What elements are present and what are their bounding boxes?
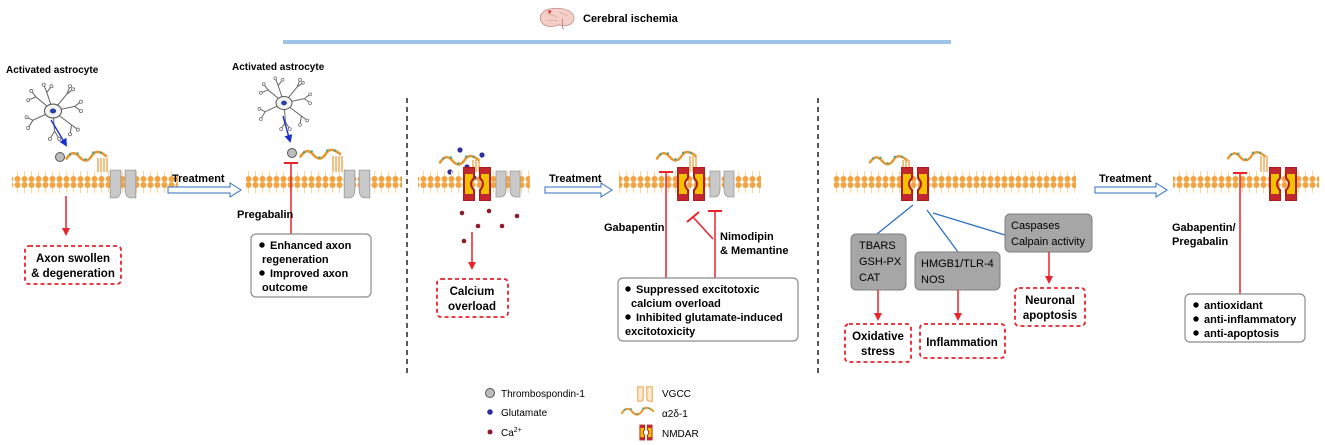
vgcc-tail — [97, 158, 108, 172]
panel-1: Activated astrocyte Axon swollen & degen… — [6, 62, 402, 298]
legend-vgcc-label: VGCC — [662, 389, 691, 400]
bullet — [1193, 316, 1199, 322]
astrocyte-label-left: Activated astrocyte — [6, 65, 99, 76]
oxidative-stress-line-1: Oxidative — [852, 331, 904, 343]
axon-damage-box — [24, 245, 122, 285]
legend-thrombospondin-icon — [485, 388, 495, 398]
legend-calcium-label: Ca2+ — [501, 427, 522, 439]
legend-alpha2delta1-label: α2δ-1 — [662, 409, 688, 420]
marker-gshpx: GSH-PX — [859, 256, 902, 268]
membrane-2b — [619, 170, 761, 196]
treatment-arrow-1 — [167, 182, 242, 198]
treatment-label-3: Treatment — [1099, 173, 1152, 185]
neuronal-apoptosis-box — [1014, 287, 1086, 327]
brain-icon — [539, 7, 575, 30]
calcium-overload-line-2: overload — [448, 301, 496, 313]
axon-outcome-3: Improved axon — [270, 268, 349, 280]
axon-damage-line-1: Axon swollen — [36, 253, 110, 265]
oxidative-stress-line-2: stress — [861, 346, 895, 358]
legend-calcium-icon — [487, 429, 493, 435]
gabapentin-label: Gabapentin — [604, 222, 665, 234]
alpha2delta1-icon-treated — [299, 148, 342, 160]
pregabalin-label: Pregabalin — [237, 209, 294, 221]
axon-outcome-box — [250, 233, 372, 298]
calcium-outcome-box — [617, 277, 799, 342]
bullet — [259, 242, 265, 248]
membrane-treated — [246, 170, 402, 196]
marker-cat: CAT — [859, 272, 880, 284]
legend-glutamate-label: Glutamate — [501, 408, 548, 419]
calcium-outcome-3: Inhibited glutamate-induced — [636, 312, 783, 324]
astrocyte-label-right: Activated astrocyte — [232, 62, 325, 73]
calcium-cluster — [459, 208, 520, 244]
gabapentin-pregabalin-label-1: Gabapentin/ — [1172, 222, 1236, 234]
axon-outcome-2: regeneration — [262, 254, 329, 266]
calcium-outcome-1: Suppressed excitotoxic — [636, 284, 760, 296]
neuronal-apoptosis-line-1: Neuronal — [1025, 295, 1075, 307]
membrane — [12, 170, 178, 196]
bullet — [259, 270, 265, 276]
alpha2delta1-icon — [65, 150, 108, 162]
inflammation-label: Inflammation — [926, 337, 998, 349]
axon-outcome-1: Enhanced axon — [270, 240, 352, 252]
legend-alpha2delta1-icon — [620, 406, 655, 416]
bullet — [625, 314, 631, 320]
calcium-outcome-4: excitotoxicity — [625, 326, 696, 338]
legend-nmdar-label: NMDAR — [662, 429, 699, 440]
effect-antioxidant: antioxidant — [1204, 300, 1263, 312]
axon-damage-line-2: & degeneration — [31, 268, 115, 280]
legend: Thrombospondin-1 Glutamate Ca2+ VGCC α2δ… — [485, 386, 699, 441]
link-oxidative — [876, 204, 914, 235]
header-title: Cerebral ischemia — [583, 13, 679, 25]
marker-hmgb1: HMGB1/TLR-4 — [921, 258, 994, 270]
header-bar — [283, 40, 951, 44]
bullet — [1193, 302, 1199, 308]
membrane-3 — [834, 170, 1076, 196]
marker-tbars: TBARS — [859, 240, 896, 252]
legend-nmdar-icon — [639, 424, 653, 441]
memantine-bar — [686, 211, 700, 223]
axon-outcome-4: outcome — [262, 282, 308, 294]
legend-glutamate-icon — [487, 409, 493, 415]
calcium-outcome-2: calcium overload — [631, 298, 721, 310]
neuronal-apoptosis-line-2: apoptosis — [1023, 310, 1077, 322]
treatment-label-1: Treatment — [172, 173, 225, 185]
nimodipin-label-1: Nimodipin — [720, 231, 774, 243]
link-inflammation — [926, 209, 959, 253]
neuroprotection-box — [1184, 293, 1306, 343]
marker-nos: NOS — [921, 274, 945, 286]
astrocyte-arrow — [50, 119, 68, 147]
alpha2delta1-icon-3 — [868, 154, 909, 166]
memantine-line — [692, 216, 714, 240]
link-apoptosis — [932, 212, 1006, 236]
calcium-overload-box — [436, 278, 509, 318]
calcium-overload-line-1: Calcium — [450, 286, 495, 298]
vgcc-tail-treated — [332, 156, 343, 172]
legend-thrombospondin-label: Thrombospondin-1 — [501, 389, 585, 400]
legend-vgcc-icon — [637, 386, 653, 402]
marker-calpain: Calpain activity — [1011, 236, 1085, 248]
effect-anti-apoptosis: anti-apoptosis — [1204, 328, 1279, 340]
treatment-label-2: Treatment — [549, 173, 602, 185]
panel-2: Calcium overload Treatment Gabapentin Ni… — [418, 147, 799, 342]
oxidative-stress-box — [844, 323, 912, 363]
marker-caspases: Caspases — [1011, 220, 1060, 232]
bullet — [1193, 330, 1199, 336]
thrombospondin-icon-treated — [287, 148, 297, 158]
effect-anti-inflammatory: anti-inflammatory — [1204, 314, 1297, 326]
treatment-arrow-3 — [1094, 182, 1168, 198]
alpha2delta1-icon-3b — [1226, 150, 1267, 162]
nimodipin-label-2: & Memantine — [720, 245, 788, 257]
bullet — [625, 286, 631, 292]
gabapentin-pregabalin-label-2: Pregabalin — [1172, 236, 1229, 248]
thrombospondin-icon — [55, 152, 65, 162]
treatment-arrow-2 — [544, 182, 613, 198]
panel-3: TBARS GSH-PX CAT HMGB1/TLR-4 NOS Caspase… — [834, 150, 1319, 363]
vgcc-tail-3b — [1260, 156, 1268, 172]
activated-astrocyte-icon — [24, 82, 83, 141]
astrocyte-arrow-treated — [282, 115, 293, 143]
inflammation-box — [919, 323, 1006, 359]
